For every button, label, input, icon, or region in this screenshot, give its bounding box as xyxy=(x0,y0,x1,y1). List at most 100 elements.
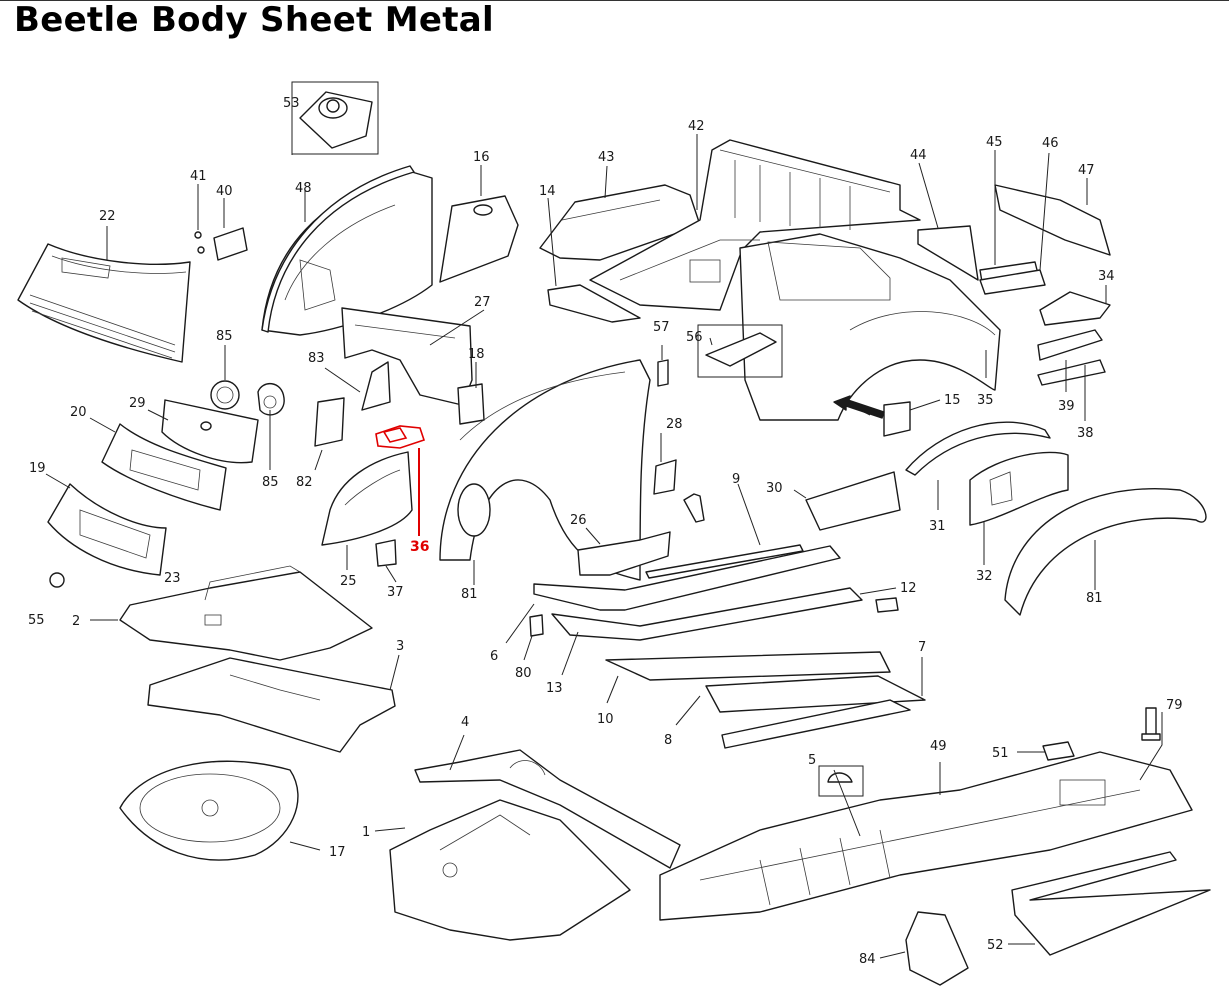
callout-34: 34 xyxy=(1098,269,1115,284)
callout-labels: 1 2 3 4 5 6 7 8 9 10 12 13 14 15 16 17 1… xyxy=(28,96,1183,967)
callout-32: 32 xyxy=(976,569,993,584)
part-12-plug xyxy=(875,597,899,613)
part-48-front-fender xyxy=(261,165,433,336)
callout-16: 16 xyxy=(473,150,490,165)
callout-13: 13 xyxy=(546,681,563,696)
callout-8: 8 xyxy=(664,733,672,748)
part-9-trim xyxy=(645,493,804,579)
callout-51: 51 xyxy=(992,746,1009,761)
part-46-rear-section xyxy=(979,269,1046,295)
callout-29: 29 xyxy=(129,396,146,411)
part-81-rear-fender xyxy=(1004,488,1207,616)
callout-2: 2 xyxy=(72,614,80,629)
callout-28: 28 xyxy=(666,417,683,432)
callout-47: 47 xyxy=(1078,163,1095,178)
callout-19: 19 xyxy=(29,461,46,476)
callout-9: 9 xyxy=(732,472,740,487)
part-5-box xyxy=(818,765,864,797)
part-83-bracket xyxy=(361,361,391,411)
part-6-heater-channel xyxy=(533,545,841,611)
part-52-rail xyxy=(1011,851,1211,956)
callout-84: 84 xyxy=(859,952,876,967)
part-4-tunnel xyxy=(414,749,681,869)
part-53-shock-tower xyxy=(299,91,373,149)
callout-41: 41 xyxy=(190,169,207,184)
callout-27: 27 xyxy=(474,295,491,310)
callout-48: 48 xyxy=(295,181,312,196)
part-41-bolts xyxy=(194,231,205,254)
part-3-pan-support xyxy=(147,657,396,753)
callout-83: 83 xyxy=(308,351,325,366)
part-51-bracket xyxy=(1042,741,1075,761)
part-27-panel xyxy=(341,307,473,406)
callout-22: 22 xyxy=(99,209,116,224)
part-42-rear-body xyxy=(589,139,921,311)
callout-35: 35 xyxy=(977,393,994,408)
part-2-frame-head xyxy=(119,565,373,661)
part-15-bracket xyxy=(883,401,911,437)
callout-53: 53 xyxy=(283,96,300,111)
part-56-seal-strip xyxy=(705,332,777,367)
callout-25: 25 xyxy=(340,574,357,589)
callout-82: 82 xyxy=(296,475,313,490)
callout-80: 80 xyxy=(515,666,532,681)
callout-26: 26 xyxy=(570,513,587,528)
part-56-box xyxy=(697,324,783,378)
part-28-bracket xyxy=(653,459,677,495)
callout-52: 52 xyxy=(987,938,1004,953)
callout-44: 44 xyxy=(910,148,927,163)
callout-85-upper: 85 xyxy=(216,329,233,344)
part-40-fuel-flap xyxy=(213,227,248,261)
callout-20: 20 xyxy=(70,405,87,420)
part-5-plug xyxy=(827,772,853,783)
part-36-highlighted xyxy=(375,425,426,449)
part-17-spare-tire-well xyxy=(119,760,299,861)
callout-7: 7 xyxy=(918,640,926,655)
callout-49: 49 xyxy=(930,739,947,754)
part-7-sill-strip xyxy=(705,675,926,713)
leader-lines xyxy=(45,113,1163,959)
callout-85-lower: 85 xyxy=(262,475,279,490)
callout-81-rear: 81 xyxy=(1086,591,1103,606)
callout-12: 12 xyxy=(900,581,917,596)
part-34-bracket xyxy=(1039,291,1111,326)
part-37-bracket xyxy=(375,539,397,567)
part-16-inner-panel xyxy=(439,195,519,283)
callout-3: 3 xyxy=(396,639,404,654)
callout-55: 55 xyxy=(28,613,45,628)
part-26-heater-panel xyxy=(577,531,671,576)
part-22-front-apron xyxy=(17,243,191,363)
callout-42: 42 xyxy=(688,119,705,134)
part-25-inner-wheelhouse xyxy=(321,451,413,546)
callout-36: 36 xyxy=(410,539,429,555)
part-55-grommet xyxy=(49,572,65,588)
callout-40: 40 xyxy=(216,184,233,199)
callout-15: 15 xyxy=(944,393,961,408)
part-82-bracket xyxy=(314,397,345,447)
page-title: Beetle Body Sheet Metal xyxy=(14,0,494,40)
callout-4: 4 xyxy=(461,715,469,730)
part-8-sill-strip xyxy=(721,699,911,749)
part-43-upper-panel xyxy=(539,184,701,261)
callout-39: 39 xyxy=(1058,399,1075,414)
part-47-rear-apron xyxy=(994,184,1111,256)
part-81-front-fender xyxy=(439,359,651,581)
callout-6: 6 xyxy=(490,649,498,664)
callout-79: 79 xyxy=(1166,698,1183,713)
part-31-wheel-arch-lip xyxy=(905,421,1051,476)
part-29-front-panel xyxy=(161,399,259,464)
callout-56: 56 xyxy=(686,330,703,345)
part-13-sill xyxy=(551,587,863,641)
callout-43: 43 xyxy=(598,150,615,165)
part-80-bracket xyxy=(529,614,544,637)
part-44-rear-panel xyxy=(917,225,979,281)
part-38-bracket xyxy=(1037,359,1106,386)
part-49-floor-pan xyxy=(659,751,1193,921)
direction-arrow xyxy=(833,395,885,419)
callout-17: 17 xyxy=(329,845,346,860)
callout-37: 37 xyxy=(387,585,404,600)
part-57-clip xyxy=(657,359,669,387)
callout-81-front: 81 xyxy=(461,587,478,602)
part-shapes xyxy=(17,81,1211,986)
